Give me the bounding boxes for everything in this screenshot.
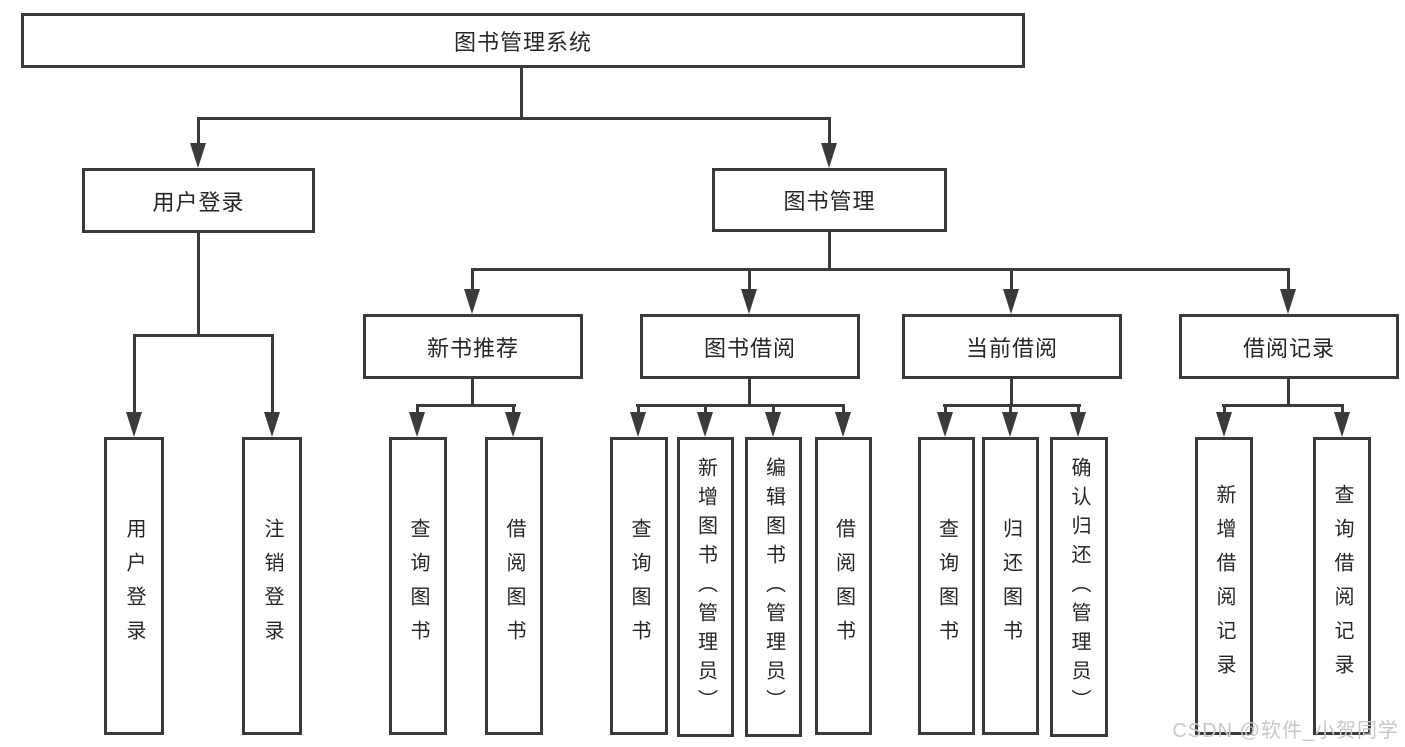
node-label: 借阅记录 [1242,335,1335,361]
arrow-leaf [630,404,647,437]
connector-level1-branch [197,117,831,120]
arrow-to-user-login [190,117,207,168]
connector-new-book-stem [471,379,474,406]
leaf-label: 查询图书 [407,518,429,654]
leaf-label: 借阅图书 [832,518,855,654]
arrow-leaf [409,404,426,437]
leaf-query-books-current: 查询图书 [918,437,975,735]
arrow-to-new-book-recommend [464,268,481,314]
node-user-login: 用户登录 [82,168,315,233]
connector-book-borrowing-branch [636,404,845,407]
arrow-to-current-borrowing [1003,268,1020,314]
node-label: 图书借阅 [703,335,796,361]
leaf-return-books: 归还图书 [982,437,1039,735]
arrow-leaf [765,404,782,437]
leaf-label: 确认归还（管理员） [1068,456,1090,718]
leaf-query-books-recommend: 查询图书 [389,437,447,735]
node-label: 新书推荐 [426,335,519,361]
arrow-leaf [1216,404,1233,437]
leaf-label: 查询借阅记录 [1331,484,1353,688]
leaf-label: 新增图书（管理员） [694,456,717,718]
node-borrowing-records: 借阅记录 [1179,314,1399,379]
leaf-label: 编辑图书（管理员） [762,456,785,718]
node-current-borrowing: 当前借阅 [902,314,1122,379]
connector-user-login-stem [197,233,200,334]
connector-current-borrowing-branch [943,404,1081,407]
leaf-label: 新增借阅记录 [1213,484,1235,688]
leaf-edit-books-admin: 编辑图书（管理员） [745,437,802,737]
arrow-to-logout-leaf [264,334,281,437]
connector-root-stem [520,68,523,120]
leaf-label: 归还图书 [999,518,1022,654]
leaf-borrow-books: 借阅图书 [815,437,872,735]
leaf-user-login: 用户登录 [104,437,164,735]
node-label: 当前借阅 [965,335,1058,361]
leaf-label: 查询图书 [935,518,958,654]
connector-current-borrowing-stem [1010,379,1013,406]
node-book-borrowing: 图书借阅 [640,314,860,379]
node-label: 图书管理系统 [453,29,592,55]
leaf-label: 用户登录 [123,518,145,654]
node-book-management: 图书管理 [712,168,947,232]
arrow-to-book-management [821,117,838,168]
connector-book-borrowing-stem [748,379,751,406]
arrow-leaf [697,404,714,437]
connector-book-management-stem [828,232,831,271]
arrow-leaf [937,404,954,437]
leaf-add-borrow-record: 新增借阅记录 [1195,437,1253,735]
connector-borrowing-records-branch [1222,404,1344,407]
node-library-management-system: 图书管理系统 [21,13,1025,68]
connector-borrowing-records-stem [1287,379,1290,406]
arrow-leaf [835,404,852,437]
arrow-leaf [1002,404,1019,437]
leaf-label: 借阅图书 [503,518,525,654]
leaf-logout: 注销登录 [242,437,302,735]
leaf-label: 查询图书 [628,518,650,654]
leaf-query-books-borrowing: 查询图书 [610,437,668,735]
arrow-leaf [1070,404,1087,437]
leaf-query-borrow-record: 查询借阅记录 [1313,437,1371,735]
leaf-add-books-admin: 新增图书（管理员） [677,437,734,737]
arrow-leaf [1334,404,1351,437]
arrow-leaf [505,404,522,437]
connector-user-login-branch [133,334,274,337]
leaf-borrow-books-recommend: 借阅图书 [485,437,543,735]
csdn-watermark: CSDN @软件_小贺同学 [1172,720,1399,742]
connector-new-book-branch [416,404,516,407]
leaf-confirm-return-admin: 确认归还（管理员） [1050,437,1108,737]
arrow-to-user-login-leaf [126,334,143,437]
connector-level3-branch [471,268,1290,271]
node-label: 图书管理 [783,189,876,214]
arrow-to-borrowing-records [1280,268,1297,314]
node-new-book-recommend: 新书推荐 [363,314,583,379]
leaf-label: 注销登录 [261,518,283,654]
arrow-to-book-borrowing [741,268,758,314]
node-label: 用户登录 [152,189,245,215]
